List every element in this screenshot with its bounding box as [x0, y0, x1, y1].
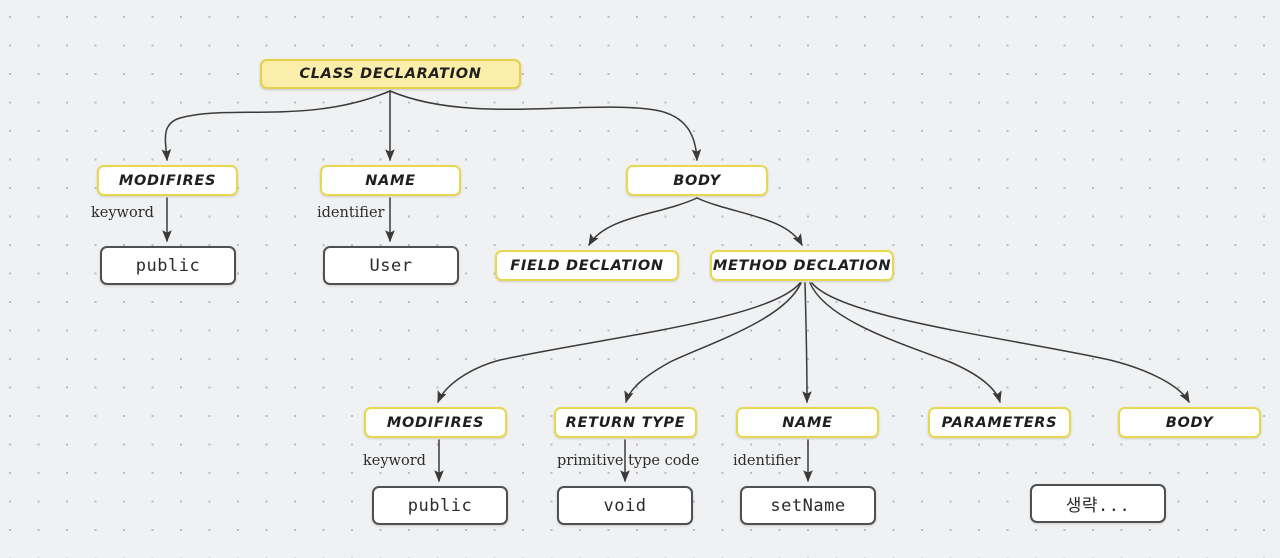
edge-class-body-to-field-declation [588, 197, 698, 247]
edge-method-declation-to-method-modifires [437, 282, 801, 404]
node-label: METHOD DECLATION [712, 257, 892, 274]
node-code-public-2[interactable]: public [372, 486, 508, 525]
node-label: RETURN TYPE [565, 414, 686, 431]
node-label: MODIFIRES [118, 172, 217, 189]
node-label: User [369, 255, 413, 276]
node-label: public [135, 255, 201, 276]
node-method-body[interactable]: BODY [1118, 407, 1261, 438]
node-method-modifires[interactable]: MODIFIRES [364, 407, 507, 438]
node-method-returntype[interactable]: RETURN TYPE [554, 407, 697, 438]
node-label: PARAMETERS [941, 414, 1058, 431]
node-code-setname[interactable]: setName [740, 486, 876, 525]
node-class-modifires[interactable]: MODIFIRES [97, 165, 238, 196]
edge-class-declaration-to-class-modifires [161, 90, 391, 162]
node-label: NAME [365, 172, 416, 189]
node-class-declaration[interactable]: CLASS DECLARATION [260, 59, 521, 89]
edge-method-declation-to-method-name [802, 282, 812, 404]
node-label: BODY [1165, 414, 1214, 431]
edge-label-lbl-keyword-2: keyword [363, 453, 426, 469]
edge-label-lbl-identifier-1: identifier [317, 205, 385, 221]
node-label: MODIFIRES [386, 414, 485, 431]
edge-class-body-to-method-declation [696, 197, 803, 247]
node-method-name[interactable]: NAME [736, 407, 879, 438]
node-label: NAME [782, 414, 833, 431]
node-code-user[interactable]: User [323, 246, 459, 285]
node-label: BODY [673, 172, 721, 189]
node-method-declation[interactable]: METHOD DECLATION [710, 250, 894, 281]
node-code-void[interactable]: void [557, 486, 693, 525]
node-class-name[interactable]: NAME [320, 165, 461, 196]
edge-method-declation-to-method-returntype [624, 282, 802, 404]
edge-label-lbl-keyword-1: keyword [91, 205, 154, 221]
node-method-parameters[interactable]: PARAMETERS [928, 407, 1071, 438]
node-label: CLASS DECLARATION [299, 66, 482, 82]
node-code-public-1[interactable]: public [100, 246, 236, 285]
edge-label-lbl-identifier-2: identifier [733, 453, 801, 469]
edge-method-declation-to-method-parameters [809, 282, 1002, 404]
edge-method-declation-to-method-body [811, 282, 1190, 404]
node-label: void [603, 495, 647, 516]
edge-label-lbl-primitive: primitive type code [557, 453, 700, 469]
node-label: FIELD DECLATION [510, 257, 664, 274]
node-field-declation[interactable]: FIELD DECLATION [495, 250, 679, 281]
node-code-omitted[interactable]: 생략... [1030, 484, 1166, 523]
node-class-body[interactable]: BODY [626, 165, 768, 196]
node-label: 생략... [1065, 496, 1131, 516]
node-label: public [407, 495, 473, 516]
edge-class-declaration-to-class-body [389, 90, 702, 162]
node-label: setName [770, 495, 846, 516]
